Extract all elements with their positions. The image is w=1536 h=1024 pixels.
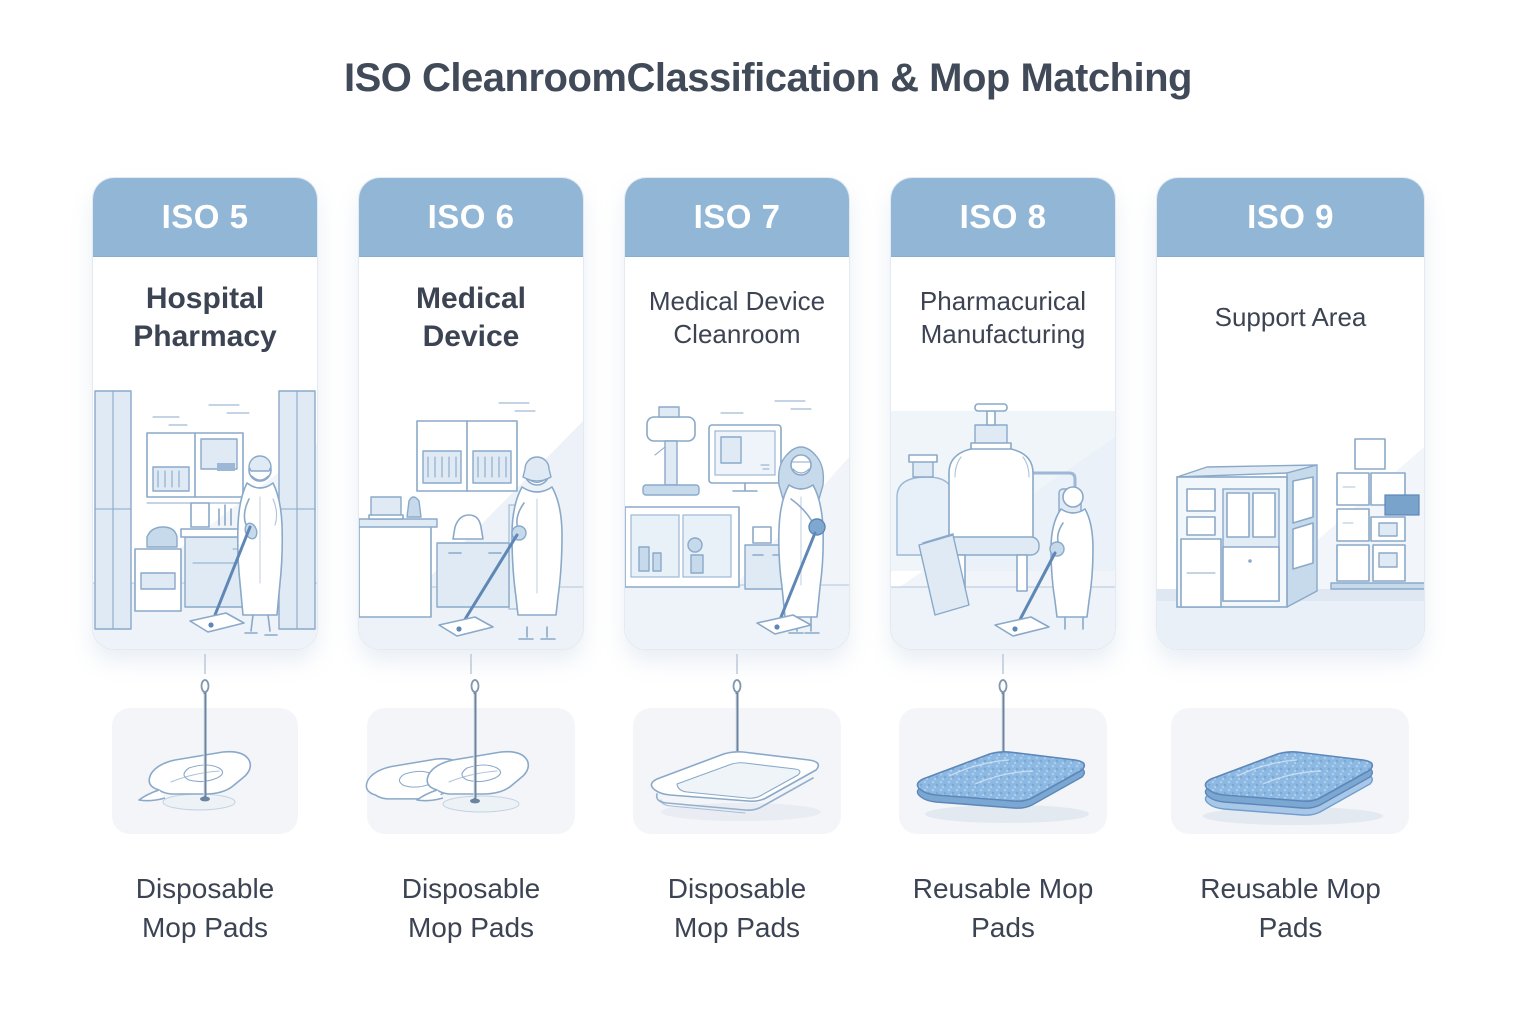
mop-pad-type-label: Reusable Mop Pads <box>1200 873 1381 943</box>
page-title: ISO CleanroomClassification & Mop Matchi… <box>344 56 1192 100</box>
reusable-mop-pad-illustration <box>1171 708 1409 834</box>
medical-device-lab-illustration <box>359 402 583 649</box>
disposable-mop-pad-illustration <box>112 654 298 834</box>
iso-card-column-7: ISO 7 Medical Device Cleanroom <box>624 177 850 947</box>
iso-card: ISO 8 Pharmacurical Manufacturing <box>890 177 1116 650</box>
iso-card-column-5: ISO 5 Hospital Pharmacy <box>92 177 318 947</box>
mop-pad-type-label: Disposable Mop Pads <box>135 873 275 943</box>
iso-card-header: ISO 6 <box>359 178 583 257</box>
mop-pad-type-label: Disposable Mop Pads <box>401 873 541 943</box>
iso-card-body: Support Area <box>1157 257 1424 649</box>
disposable-flat-mop-pad-illustration <box>633 654 841 834</box>
iso-card-header: ISO 8 <box>891 178 1115 257</box>
mop-pad-type-label: Disposable Mop Pads <box>667 873 807 943</box>
iso-card: ISO 9 Support Area <box>1156 177 1425 650</box>
iso-card-column-8: ISO 8 Pharmacurical Manufacturing <box>890 177 1116 947</box>
hospital-pharmacy-illustration <box>93 390 317 649</box>
iso-card-column-9: ISO 9 Support Area <box>1156 177 1425 947</box>
cleanroom-area-label: Medical Device Cleanroom <box>648 285 826 349</box>
iso-card: ISO 7 Medical Device Cleanroom <box>624 177 850 650</box>
iso-card-body: Pharmacurical Manufacturing <box>891 257 1115 649</box>
medical-device-cleanroom-illustration <box>625 400 849 649</box>
iso-card-column-6: ISO 6 Medical Device <box>358 177 584 947</box>
iso-columns-row: ISO 5 Hospital Pharmacy <box>92 177 1425 947</box>
support-area-illustration <box>1157 438 1424 649</box>
cleanroom-area-label: Support Area <box>1214 302 1367 333</box>
reusable-mop-pad-illustration <box>899 654 1107 834</box>
iso-card-body: Medical Device Cleanroom <box>625 257 849 649</box>
cleanroom-area-label: Hospital Pharmacy <box>133 281 277 353</box>
iso-card-body: Hospital Pharmacy <box>93 257 317 649</box>
iso-card: ISO 5 Hospital Pharmacy <box>92 177 318 650</box>
iso-card-header: ISO 7 <box>625 178 849 257</box>
iso-card-body: Medical Device <box>359 257 583 649</box>
disposable-mop-pads-illustration <box>365 654 575 834</box>
mop-pad-type-label: Reusable Mop Pads <box>912 873 1094 943</box>
pharmaceutical-manufacturing-illustration <box>891 403 1115 649</box>
iso-card-header: ISO 5 <box>93 178 317 257</box>
iso-card-header: ISO 9 <box>1157 178 1424 257</box>
cleanroom-area-label: Medical Device <box>415 281 527 353</box>
cleanroom-area-label: Pharmacurical Manufacturing <box>919 285 1087 349</box>
iso-card: ISO 6 Medical Device <box>358 177 584 650</box>
